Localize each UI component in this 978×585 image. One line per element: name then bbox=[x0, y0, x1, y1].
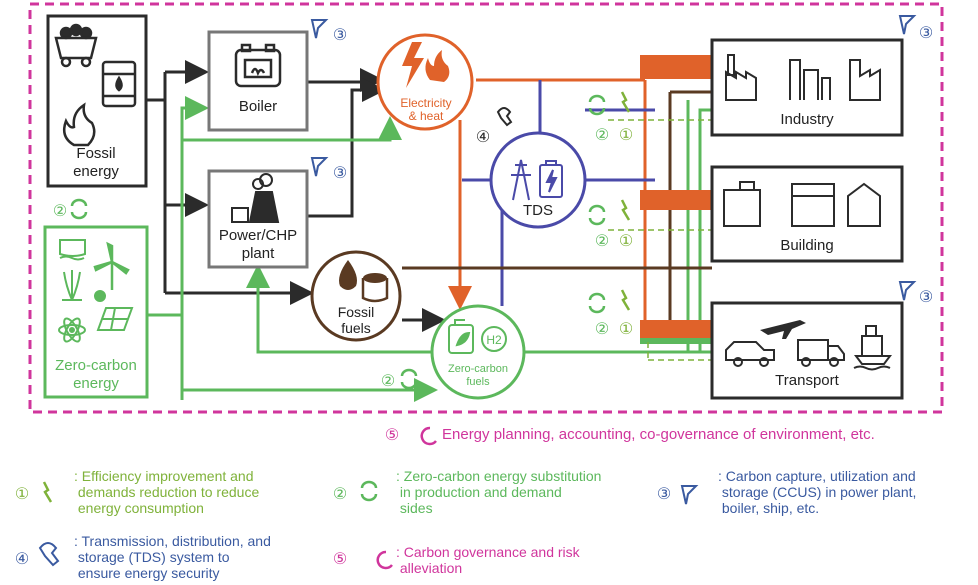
hydro-dam-icon bbox=[59, 239, 86, 261]
legend-item-3-text: : Carbon capture, utilization and storag… bbox=[718, 468, 916, 516]
ship-icon bbox=[853, 325, 892, 371]
transport-label: Transport bbox=[775, 372, 839, 389]
lightning-flame-icon bbox=[402, 42, 450, 88]
governance-note: ⑤ Energy planning, accounting, co-govern… bbox=[385, 426, 875, 446]
wind-turbine-icon bbox=[93, 241, 130, 290]
legend-item-4: ④ : Transmission, distribution, and stor… bbox=[15, 533, 271, 581]
demand-markers-transport: ② ① bbox=[588, 289, 633, 338]
svg-text:⑤: ⑤ bbox=[385, 427, 399, 444]
legend-item-1: ① : Efficiency improvement and demands r… bbox=[15, 468, 260, 516]
ccus-marker-boiler: ③ bbox=[310, 19, 347, 44]
svg-text:②: ② bbox=[53, 203, 67, 220]
svg-text:③: ③ bbox=[333, 27, 347, 44]
svg-text:③: ③ bbox=[919, 25, 933, 42]
svg-text:②: ② bbox=[381, 373, 395, 390]
substitution-marker-zero-carbon: ② bbox=[53, 198, 88, 220]
svg-text:③: ③ bbox=[919, 289, 933, 306]
battery-icon bbox=[539, 160, 563, 198]
electricity-heat-node: Electricity& heat bbox=[376, 33, 474, 131]
fuel-drop-icon bbox=[339, 260, 389, 303]
governance-cycle-icon bbox=[420, 426, 437, 446]
ccus-marker-power: ③ bbox=[310, 157, 347, 182]
svg-text:①: ① bbox=[619, 321, 633, 338]
car-icon bbox=[725, 341, 775, 367]
legend-item-4-text: : Transmission, distribution, and storag… bbox=[74, 533, 271, 581]
boiler-node: Boiler bbox=[207, 30, 309, 132]
legend-item-2-text: : Zero-carbon energy substitution in pro… bbox=[396, 468, 601, 516]
biomass-plant-icon bbox=[62, 270, 82, 301]
boiler-label: Boiler bbox=[239, 98, 277, 115]
solar-panel-icon bbox=[94, 290, 134, 331]
legend: ① : Efficiency improvement and demands r… bbox=[15, 468, 917, 581]
coal-cart-icon bbox=[54, 23, 98, 68]
legend-item-3: ③ : Carbon capture, utilization and stor… bbox=[657, 468, 917, 516]
substitution-marker-fuels: ② bbox=[381, 368, 418, 390]
legend-item-5-text: : Carbon governance and risk alleviation bbox=[396, 544, 581, 576]
svg-text:③: ③ bbox=[657, 486, 671, 503]
legend-item-2: ② : Zero-carbon energy substitution in p… bbox=[333, 468, 602, 516]
power-plant-icon bbox=[231, 173, 280, 223]
legend-item-1-text: : Efficiency improvement and demands red… bbox=[74, 468, 259, 516]
nuclear-atom-icon bbox=[58, 317, 86, 343]
boiler-icon bbox=[234, 43, 282, 88]
demand-markers-industry: ② ① bbox=[588, 91, 633, 144]
flame-icon bbox=[63, 102, 96, 147]
governance-icon bbox=[376, 550, 393, 570]
airplane-icon bbox=[760, 320, 806, 339]
governance-text: Energy planning, accounting, co-governan… bbox=[442, 426, 875, 443]
demand-markers-building: ② ① bbox=[588, 199, 633, 250]
svg-text:②: ② bbox=[595, 321, 609, 338]
oil-barrel-icon bbox=[101, 60, 137, 108]
ccus-marker-industry: ③ bbox=[898, 15, 933, 42]
svg-text:③: ③ bbox=[333, 165, 347, 182]
tds-marker: ④ bbox=[476, 107, 513, 146]
factory-icon bbox=[725, 54, 881, 101]
industry-label: Industry bbox=[780, 111, 834, 128]
tds-label: TDS bbox=[523, 202, 553, 219]
substitution-icon bbox=[360, 480, 378, 502]
svg-text:④: ④ bbox=[15, 551, 29, 568]
svg-text:①: ① bbox=[619, 127, 633, 144]
ccus-marker-transport: ③ bbox=[898, 281, 933, 306]
h2-label: H2 bbox=[486, 333, 502, 347]
industry-node: Industry bbox=[710, 38, 904, 137]
buildings-icon bbox=[723, 181, 881, 227]
svg-text:⑤: ⑤ bbox=[333, 551, 347, 568]
wrench-icon bbox=[38, 542, 60, 567]
svg-text:②: ② bbox=[595, 233, 609, 250]
system-boundary bbox=[28, 2, 944, 414]
svg-text:④: ④ bbox=[476, 129, 490, 146]
building-label: Building bbox=[780, 237, 833, 254]
svg-text:②: ② bbox=[595, 127, 609, 144]
svg-text:②: ② bbox=[333, 486, 347, 503]
flow-lines bbox=[146, 55, 712, 402]
efficiency-icon bbox=[42, 481, 53, 503]
truck-icon bbox=[797, 339, 845, 367]
transmission-tower-icon bbox=[511, 159, 531, 201]
fuel-can-icon bbox=[448, 319, 474, 354]
ccus-icon bbox=[680, 485, 699, 505]
electricity-heat-label: Electricity& heat bbox=[400, 96, 451, 123]
hydrogen-icon: H2 bbox=[481, 326, 507, 352]
transport-node: Transport bbox=[710, 301, 904, 400]
svg-text:①: ① bbox=[619, 233, 633, 250]
building-node: Building bbox=[710, 165, 904, 263]
svg-text:①: ① bbox=[15, 486, 29, 503]
tds-node: TDS bbox=[489, 131, 587, 229]
legend-item-5: ⑤ : Carbon governance and risk alleviati… bbox=[333, 544, 581, 576]
